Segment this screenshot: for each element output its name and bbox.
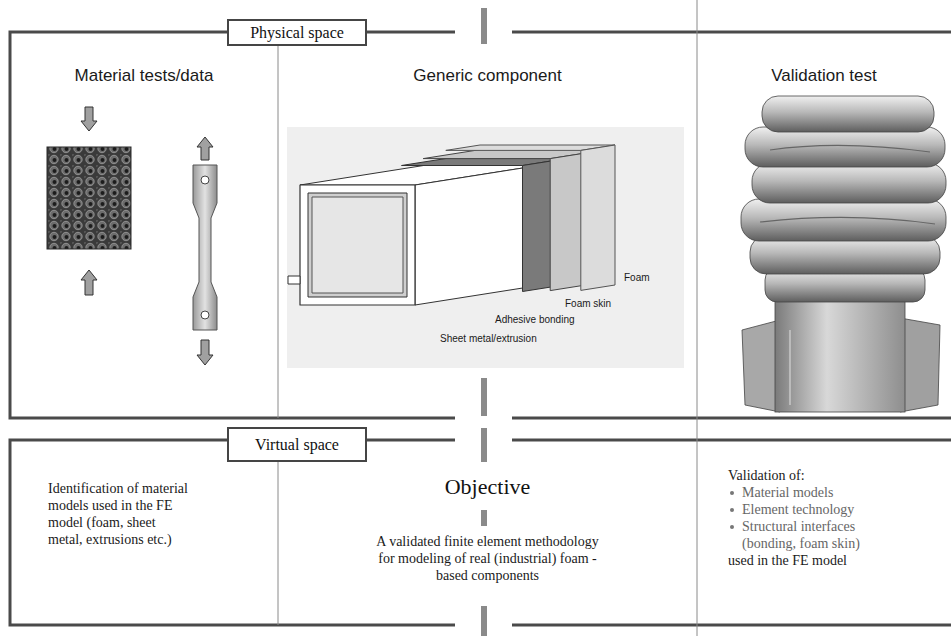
crushed-tube-part — [742, 320, 780, 412]
body-text: Validation of: — [728, 467, 928, 484]
column-cell: Identification of material models used i… — [10, 440, 278, 626]
foam-specimen-part — [81, 107, 97, 131]
crushed-tube-part — [760, 217, 935, 224]
column-divider-part — [278, 32, 279, 418]
bullet-text: Structural interfaces (bonding, foam ski… — [742, 518, 877, 552]
body-text: Identification of material models used i… — [48, 480, 188, 548]
bullet-item: Element technology — [728, 501, 877, 518]
text-column: Identification of material models used i… — [48, 480, 188, 548]
component-illustration-part — [288, 276, 300, 284]
column-cell: Validation of:Material modelsElement tec… — [697, 440, 951, 626]
bullet-item: Material models — [728, 484, 877, 501]
component-illustration-part — [312, 197, 403, 293]
center-axis-part — [481, 378, 487, 416]
crushed-tube-part — [762, 96, 934, 132]
panel-heading: Virtual space — [255, 436, 339, 453]
column-heading: Generic component — [413, 66, 561, 85]
column-heading: Validation test — [771, 66, 877, 85]
crushed-tube-part — [789, 330, 791, 405]
center-axis-part — [481, 606, 487, 636]
foam-specimen-part — [81, 270, 97, 295]
virtual-space-panel: Virtual spaceIdentification of material … — [10, 440, 951, 626]
panel-heading-box: Virtual space — [227, 427, 367, 462]
bullet-text: Material models — [742, 484, 877, 501]
crushed-tube-part — [752, 163, 946, 203]
column-heading-row: Material tests/data — [10, 66, 278, 86]
bullet-dot — [730, 491, 734, 495]
tensile-specimen-part — [201, 176, 209, 184]
physical-space-panel: Physical spaceMaterial tests/dataGeneric… — [10, 32, 951, 418]
bullet-dot — [730, 508, 734, 512]
tensile-specimen — [193, 137, 217, 365]
column-divider-part — [278, 440, 279, 625]
column-cell: Objective A validated finite element meth… — [278, 440, 697, 626]
part-label: Foam — [624, 272, 650, 284]
center-axis-part — [481, 510, 487, 526]
objective-text: A validated finite element methodology f… — [368, 533, 608, 584]
part-label: Sheet metal/extrusion — [440, 333, 537, 345]
foam-specimen-part — [47, 147, 131, 249]
foam-specimen — [47, 107, 131, 295]
crushed-tube-part — [750, 236, 940, 274]
tensile-specimen-part — [197, 137, 213, 160]
column-heading-row: Generic component — [278, 66, 697, 86]
panel-outline — [10, 32, 951, 625]
tensile-specimen-part — [197, 340, 213, 365]
crushed-tube-part — [745, 127, 945, 167]
center-axis-part — [481, 428, 487, 462]
component-illustration-part — [581, 145, 615, 290]
tensile-specimen-part — [201, 311, 209, 319]
center-axis-part — [481, 8, 487, 44]
panel-outline-part — [10, 440, 455, 625]
body-text: used in the FE model — [728, 552, 928, 569]
column-heading-row: Validation test — [697, 66, 951, 86]
part-label: Foam skin — [565, 298, 611, 310]
column-cell: Validation test — [697, 32, 951, 418]
column-divider — [278, 0, 697, 636]
component-illustration-part — [300, 185, 415, 305]
component-illustration — [287, 127, 684, 368]
panel-heading-box: Physical space — [227, 19, 367, 46]
component-illustration-part — [308, 193, 407, 297]
column-heading: Material tests/data — [75, 66, 214, 85]
text-column: Validation of:Material modelsElement tec… — [728, 467, 928, 569]
panel-outline-part — [512, 439, 951, 442]
crushed-tube-part — [900, 318, 940, 412]
tensile-specimen-part — [193, 165, 217, 330]
column-cell: Material tests/data — [10, 32, 278, 418]
panel-heading: Physical space — [250, 24, 344, 41]
panel-outline-part — [512, 417, 951, 420]
panel-outline-part — [512, 31, 951, 34]
bullet-dot — [730, 525, 734, 529]
crushed-tube-part — [775, 285, 905, 412]
crushed-tube-part — [741, 199, 946, 241]
component-illustration-part — [287, 127, 684, 368]
text-column: Objective A validated finite element meth… — [278, 474, 697, 584]
bullet-text: Element technology — [742, 501, 877, 518]
part-label: Adhesive bonding — [495, 314, 575, 326]
crushed-tube-part — [770, 145, 930, 152]
bullet-item: Structural interfaces (bonding, foam ski… — [728, 518, 877, 552]
panel-outline-part — [512, 624, 951, 627]
objective-heading: Objective — [278, 474, 697, 500]
column-divider-part — [697, 0, 698, 636]
crushed-tube — [741, 96, 946, 412]
column-cell: Generic component — [278, 32, 697, 418]
